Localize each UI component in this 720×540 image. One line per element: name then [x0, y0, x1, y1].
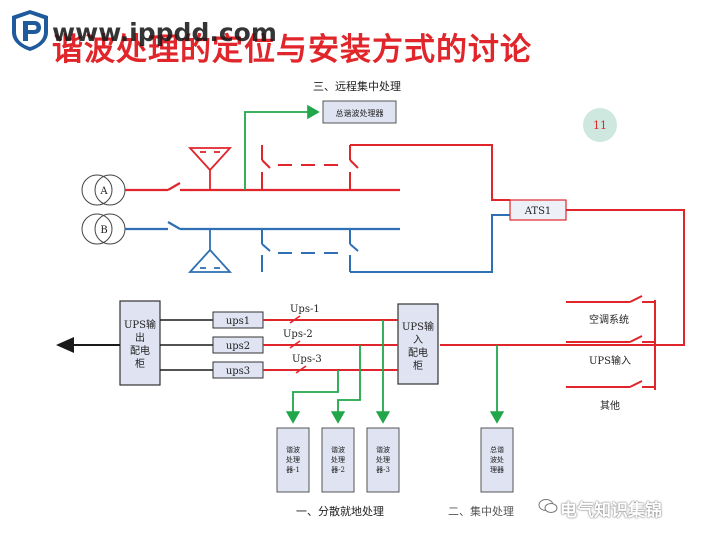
page-badge-number: 11: [593, 119, 607, 132]
section-two-label: 二、集中处理: [448, 505, 514, 518]
section-three-label: 三、远程集中处理: [313, 79, 401, 93]
ups-input-panel: [397, 303, 439, 385]
harmonic-processor-2-box: [321, 427, 355, 493]
harmonic-processor-3-line-1: 谐波: [376, 445, 390, 454]
ups2-label: ups2: [226, 341, 250, 352]
section-one-label: 一、分散就地处理: [296, 505, 384, 518]
red-switch-pair-upper: [261, 144, 510, 201]
ups-line-switches: [289, 315, 307, 374]
ups-output-panel: [119, 300, 161, 386]
ups-output-panel-line-3: 配电: [130, 344, 150, 357]
ups-line-3-label: Ups-3: [292, 354, 322, 365]
harmonic-processor-1-line-3: 器-1: [286, 466, 300, 474]
harmonic-processor-2-line-1: 谐波: [331, 445, 345, 454]
ups-input-panel-line-2: 入: [413, 335, 423, 346]
blue-switch-pair-lower: [261, 214, 510, 273]
ats-output-line: [440, 209, 685, 346]
harmonic-processor-3-box: [366, 427, 400, 493]
transformer-a-left: [81, 174, 113, 206]
ups-output-panel-line-1: UPS输: [124, 318, 156, 331]
harmonic-processor-3-line-3: 器-3: [376, 466, 390, 474]
harmonic-processor-1-line-2: 处理: [286, 455, 300, 464]
harmonic-processor-1-line-1: 谐波: [286, 445, 300, 454]
total-harmonic-processor-box: [322, 100, 397, 124]
ups-output-panel-line-4: 柜: [135, 357, 145, 370]
total-processor-lower-line-3: 理器: [490, 466, 504, 474]
transformer-b-left: [81, 213, 113, 245]
ups-input-panel-line-3: 配电: [408, 346, 428, 359]
harmonic-processor-1-box: [276, 427, 310, 493]
ups3-label: ups3: [226, 366, 250, 377]
load-feeders: [566, 295, 656, 390]
shield-logo-icon: [12, 10, 48, 51]
load-other-label: 其他: [600, 399, 620, 412]
transformer-b-label: B: [100, 225, 107, 236]
ups1-label: ups1: [226, 316, 250, 327]
ups-line-2-label: Ups-2: [283, 329, 313, 340]
load-ups-input-label: UPS输入: [589, 354, 631, 367]
wechat-icon: [538, 499, 558, 513]
harmonic-processor-2-line-2: 处理: [331, 455, 345, 464]
blue-bus-b: [125, 221, 400, 231]
red-bus-a: [125, 182, 400, 192]
ups-black-feeds: [160, 319, 213, 371]
ups-red-lines: [263, 319, 398, 371]
load-hvac-label: 空调系统: [589, 313, 629, 326]
harmonic-processor-2-line-3: 器-2: [331, 466, 345, 474]
transformer-a-label: A: [99, 186, 108, 197]
total-harmonic-processor-label: 总谐波处理器: [336, 108, 384, 118]
total-processor-lower-line-1: 总谐: [490, 445, 504, 454]
red-filter-triangle: [187, 147, 233, 190]
ups-input-panel-line-4: 柜: [413, 359, 423, 372]
green-feed-top: [244, 104, 320, 190]
total-processor-lower-line-2: 波处: [490, 455, 504, 464]
wechat-account-name: 电气知识集锦: [560, 501, 662, 521]
ups-input-panel-line-1: UPS输: [402, 320, 434, 333]
ats1-label: ATS1: [524, 206, 552, 217]
blue-filter-triangle: [187, 229, 233, 273]
green-distributed-feeds: [285, 320, 505, 424]
watermark-url: www.ippdd.com: [52, 18, 277, 47]
page-badge: [583, 108, 617, 142]
ups-line-1-label: Ups-1: [290, 304, 320, 315]
slide-title: 谐波处理的定位与安装方式的讨论: [52, 32, 532, 68]
ups-output-panel-line-2: 出: [135, 331, 145, 344]
total-harmonic-processor-lower-box: [480, 427, 514, 493]
harmonic-processor-3-line-2: 处理: [376, 455, 390, 464]
